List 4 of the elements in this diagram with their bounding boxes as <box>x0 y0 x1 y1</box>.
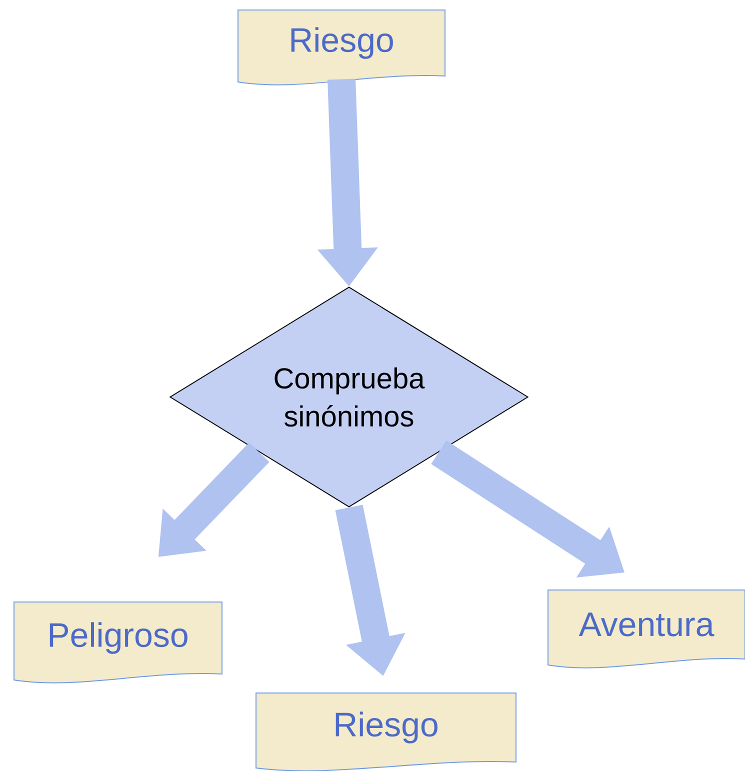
document-box: Peligroso <box>14 602 222 684</box>
document-box: Riesgo <box>238 10 446 86</box>
document-box: Riesgo <box>256 692 516 771</box>
document-box: Aventura <box>548 590 745 668</box>
